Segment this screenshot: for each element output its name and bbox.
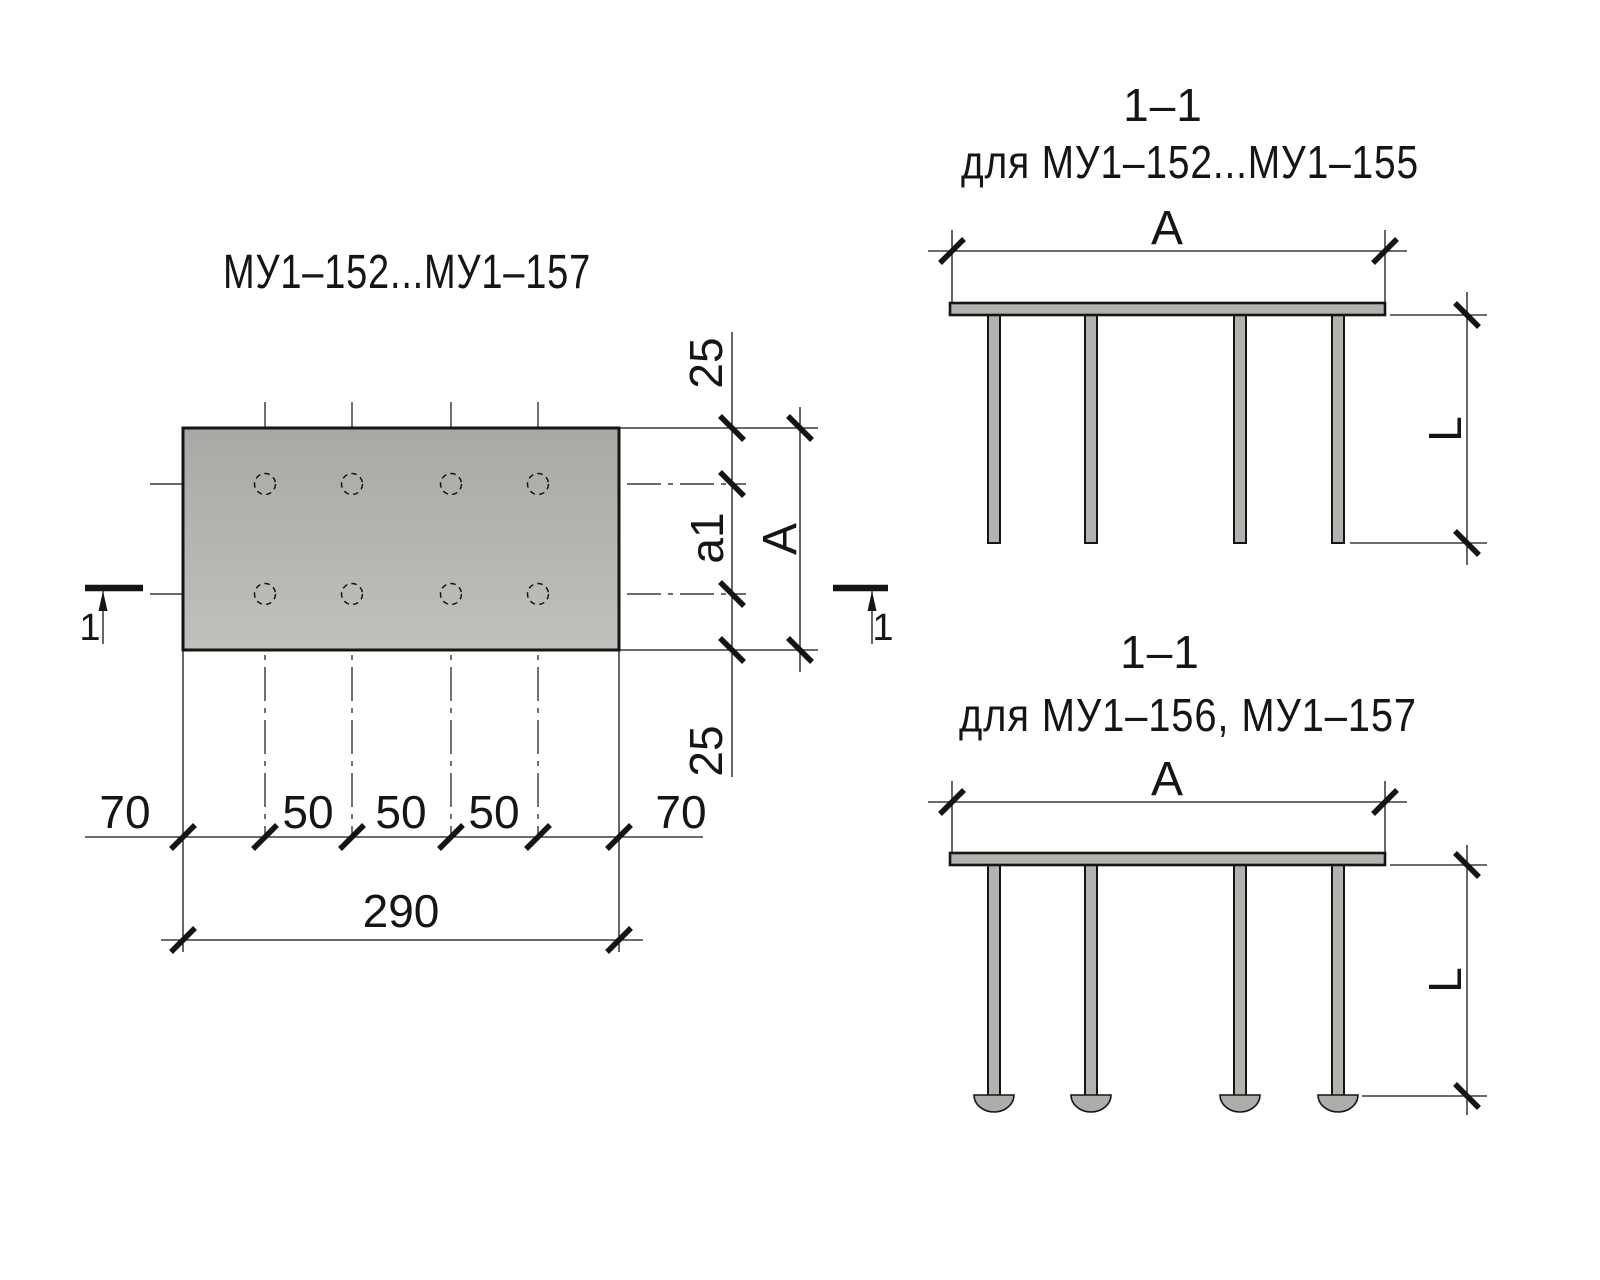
section-cut-mark-left: 1 xyxy=(79,584,143,649)
section-bottom-length-dim: L xyxy=(1362,845,1487,1115)
dim-label-segment-2: 50 xyxy=(282,786,333,838)
stud xyxy=(1233,863,1247,1097)
section-bottom-title: 1–1 xyxy=(1120,626,1200,678)
section-mark-label: 1 xyxy=(79,607,100,649)
dim-label-segment-5: 70 xyxy=(655,786,706,838)
section-plate xyxy=(948,851,1387,867)
plan-title: МУ1–152...МУ1–157 xyxy=(223,246,591,299)
stud-anchor-head xyxy=(1317,1094,1359,1113)
section-mark-label: 1 xyxy=(872,607,893,649)
section-bottom-width-dim: A xyxy=(928,753,1407,853)
section-top-width-dim: A xyxy=(928,202,1407,303)
dim-label-length: L xyxy=(1419,967,1471,993)
section-bottom-body xyxy=(948,851,1387,1113)
stud-anchor-head xyxy=(1219,1094,1261,1113)
section-plate xyxy=(948,301,1387,317)
dim-label-width: A xyxy=(1151,753,1183,806)
dim-label-width: A xyxy=(1151,202,1183,255)
stud xyxy=(1084,313,1098,544)
plan-extension-lines xyxy=(182,427,818,952)
plan-vertical-dim-chain: 25 a1 25 xyxy=(680,332,744,777)
plan-horizontal-dim-chain: 70 50 50 50 70 xyxy=(85,786,707,849)
plan-view: МУ1–152...МУ1–157 xyxy=(79,246,894,952)
section-top-body xyxy=(948,301,1387,544)
dim-label-edge-top: 25 xyxy=(680,337,732,388)
section-top-title: 1–1 xyxy=(1123,79,1203,131)
stud xyxy=(1084,863,1098,1097)
stud xyxy=(1331,863,1345,1097)
section-view-bottom: 1–1 для МУ1–156, МУ1–157 A xyxy=(928,626,1487,1115)
section-view-top: 1–1 для МУ1–152...МУ1–155 A L xyxy=(928,79,1487,565)
plan-plate xyxy=(181,426,621,652)
dim-label-segment-3: 50 xyxy=(375,786,426,838)
stud xyxy=(1331,313,1345,544)
stud-anchor-head xyxy=(1070,1094,1112,1113)
dim-label-row-spacing: a1 xyxy=(681,512,733,563)
stud xyxy=(1233,313,1247,544)
section-top-subtitle: для МУ1–152...МУ1–155 xyxy=(961,136,1419,188)
section-bottom-subtitle: для МУ1–156, МУ1–157 xyxy=(959,689,1417,741)
dim-label-overall-width: 290 xyxy=(363,885,440,937)
dim-label-edge-bottom: 25 xyxy=(680,725,732,776)
stud xyxy=(987,313,1001,544)
dim-label-segment-1: 70 xyxy=(99,786,150,838)
stud xyxy=(987,863,1001,1097)
section-top-length-dim: L xyxy=(1350,292,1487,565)
section-cut-mark-right: 1 xyxy=(833,584,894,649)
dim-label-overall-height: A xyxy=(754,523,807,555)
dim-label-segment-4: 50 xyxy=(468,786,519,838)
plan-overall-height-dim: A xyxy=(754,407,812,672)
plan-overall-width-dim: 290 xyxy=(161,885,643,952)
stud-anchor-head xyxy=(973,1094,1015,1113)
dim-label-length: L xyxy=(1419,416,1471,442)
